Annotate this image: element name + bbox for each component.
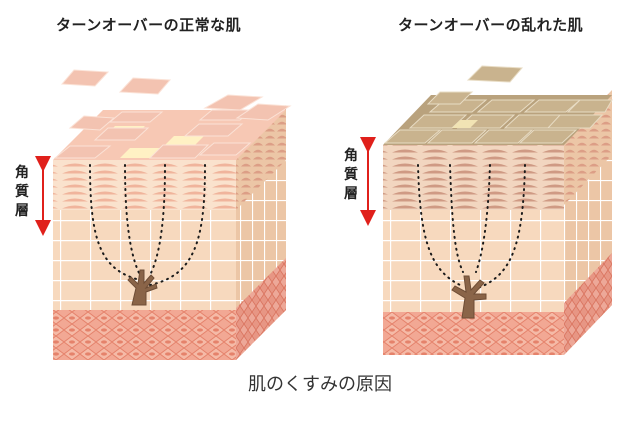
normal-basal-layer xyxy=(53,310,236,360)
diagram-caption: 肌のくすみの原因 xyxy=(248,374,392,395)
disturbed-accumulated-flakes xyxy=(383,65,613,144)
disturbed-melanocyte-icon xyxy=(451,275,487,319)
corneum-label-disturbed: 角質層 xyxy=(344,148,358,202)
title-normal-skin: ターンオーバーの正常な肌 xyxy=(56,16,242,34)
normal-turnover-path xyxy=(89,164,206,286)
disturbed-stratum-corneum xyxy=(383,145,564,210)
title-disturbed-skin: ターンオーバーの乱れた肌 xyxy=(398,16,584,34)
normal-shedding-flakes xyxy=(60,69,292,131)
disturbed-skin-block xyxy=(360,65,613,355)
normal-stratum-corneum xyxy=(53,160,236,210)
corneum-label-normal: 角質層 xyxy=(15,165,29,219)
normal-melanocyte-icon xyxy=(127,269,158,306)
normal-skin-block xyxy=(35,69,292,360)
disturbed-basal-layer xyxy=(383,312,564,355)
disturbed-turnover-path xyxy=(417,164,526,289)
